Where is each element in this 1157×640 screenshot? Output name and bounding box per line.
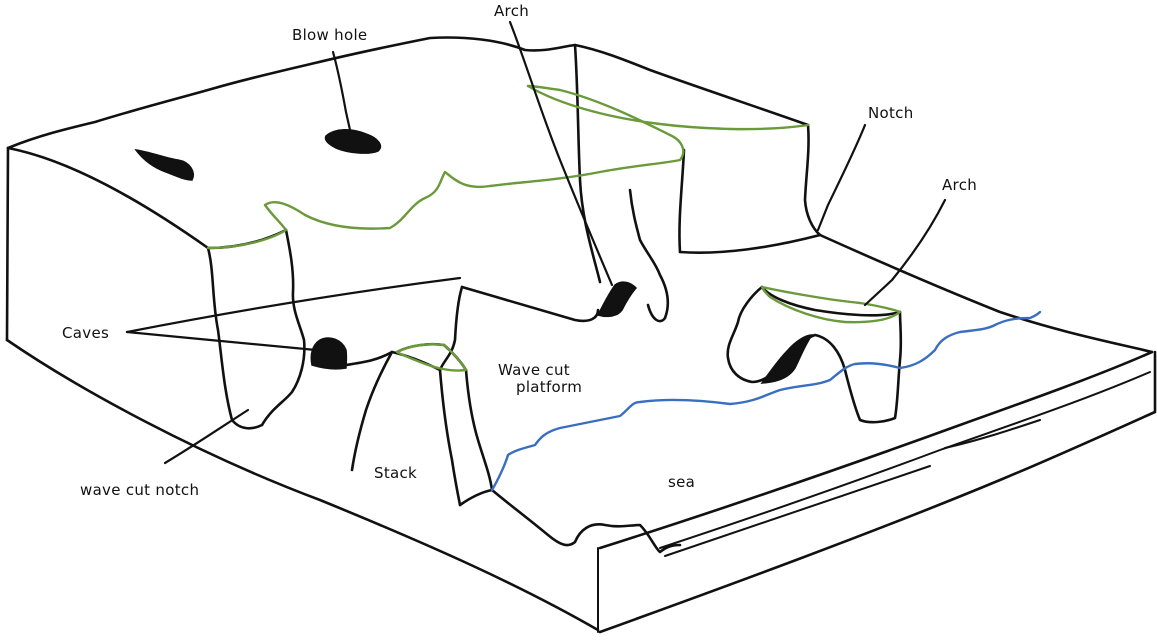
right-arch [726, 285, 903, 424]
cliff-notch-wall [438, 285, 464, 372]
label-sea: sea [668, 473, 695, 491]
base-strata-1 [659, 371, 1151, 549]
shoreline [490, 310, 1042, 492]
leader-arch-right [863, 198, 947, 307]
stack-top-edge [395, 343, 468, 372]
arch-pillar-right [628, 188, 670, 323]
label-wave-cut-platform-1: Wave cut [498, 361, 570, 379]
back-cliff-face [803, 123, 822, 237]
base-top-right-edge [598, 350, 1154, 550]
main-cliff-top-edge [206, 84, 685, 250]
stack-base [458, 488, 494, 507]
leader-notch [816, 123, 867, 232]
leader-arch-top [508, 20, 614, 287]
label-caves: Caves [62, 324, 109, 342]
arch-face-left [573, 43, 602, 284]
label-wave-cut-notch: wave cut notch [80, 481, 199, 499]
blow-hole-left [134, 149, 194, 181]
right-arch-top-edge [760, 285, 902, 324]
base-bottom-right-edge [598, 350, 1157, 634]
stack-right-face [464, 368, 494, 492]
cliff-left-inner-face [260, 228, 306, 427]
block-left-edge [5, 146, 10, 342]
block-outline [5, 36, 1157, 634]
arch-top-edge [526, 84, 810, 131]
right-arch-opening [760, 334, 814, 384]
back-cliff-base [678, 233, 822, 254]
cliff-top-edges [206, 84, 902, 372]
arch-cave [596, 281, 638, 318]
base-strata-2 [664, 465, 931, 557]
platform [490, 488, 682, 554]
base-strata-3 [944, 419, 1041, 449]
leader-wave-cut-notch [163, 408, 250, 465]
cliff-face [206, 43, 822, 472]
leader-lines [125, 20, 947, 465]
base-back-right-edge [818, 233, 1154, 354]
label-blow-hole: Blow hole [292, 26, 367, 44]
cliff-platform-back [460, 285, 600, 323]
blow-hole [324, 129, 382, 154]
label-notch: Notch [868, 104, 914, 122]
platform-front-edge [490, 488, 682, 554]
labels: Blow hole Arch Notch Arch Caves Wave cut… [62, 2, 977, 499]
label-wave-cut-platform-2: platform [516, 378, 582, 396]
leader-caves-lower [125, 330, 318, 352]
label-arch-right: Arch [942, 176, 977, 194]
right-arch-top-back [760, 285, 902, 317]
cliff-left-face [206, 246, 264, 430]
cave [310, 337, 348, 370]
land-left-top [6, 146, 210, 250]
leader-caves-upper [125, 276, 462, 334]
cliff-base-cave-right [344, 350, 442, 372]
leader-blow-hole [331, 50, 352, 132]
dark-features [134, 129, 814, 384]
label-arch-top: Arch [494, 2, 529, 20]
base-front-edge [5, 338, 600, 632]
land-back-edge [6, 36, 810, 150]
right-arch-outline [726, 285, 903, 424]
cliff-base-left-slope [350, 350, 394, 472]
stack-left-face [438, 368, 462, 507]
arch-back-edge [678, 148, 686, 254]
label-stack: Stack [374, 464, 417, 482]
